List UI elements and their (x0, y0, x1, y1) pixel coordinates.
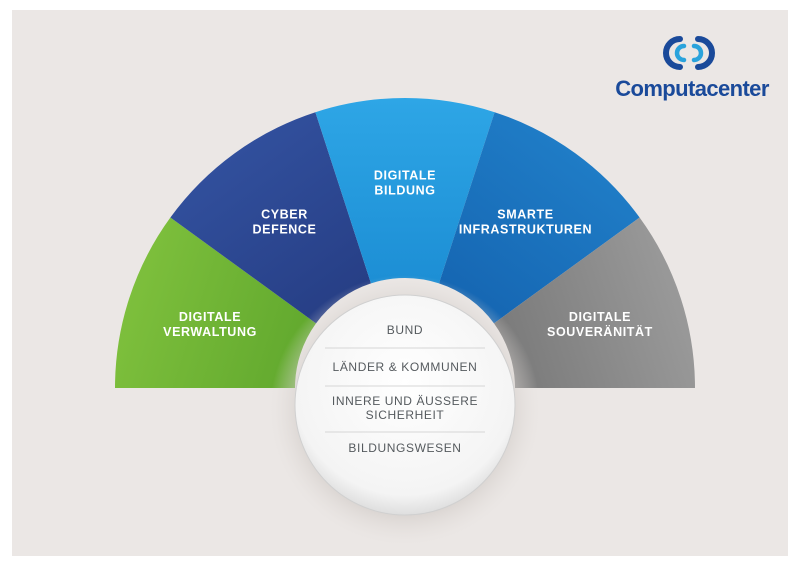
center-disc (294, 294, 516, 516)
center-item-label: BILDUNGSWESEN (348, 441, 461, 455)
segment-digitale-verwaltung (115, 217, 317, 388)
logo-wordmark: Computacenter (615, 76, 770, 101)
segment-digitale-souveraenitaet (493, 217, 695, 388)
computacenter-logo: Computacenter (615, 36, 770, 101)
segment-digitale-bildung (315, 98, 495, 284)
logo-mark-icon (663, 36, 715, 70)
center-item-label: LÄNDER & KOMMUNEN (333, 360, 478, 374)
segment-cyber-defence (170, 112, 372, 324)
center-item-label: BUND (387, 323, 423, 337)
segment-smarte-infrastrukturen (438, 112, 640, 324)
